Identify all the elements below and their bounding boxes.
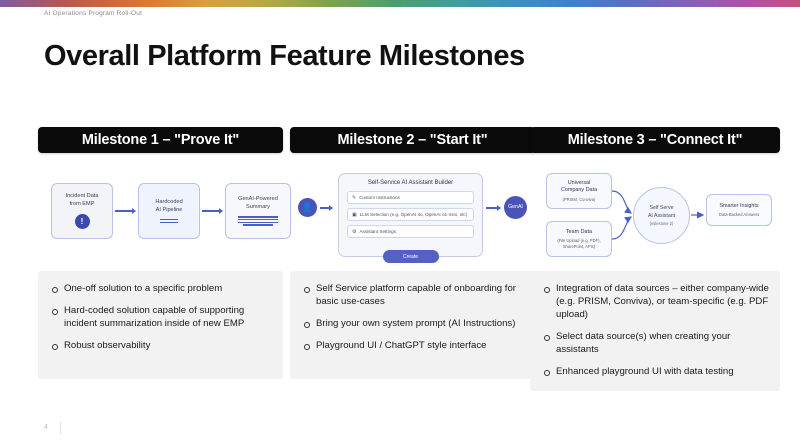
milestone-3-bullets: Integration of data sources – either com… bbox=[530, 271, 780, 391]
flow-arrow-1-icon bbox=[115, 208, 136, 214]
gradient-top-bar bbox=[0, 0, 800, 7]
hub-label-line2: AI Assistant bbox=[647, 212, 676, 219]
list-item: Playground UI / ChatGPT style interface bbox=[302, 340, 525, 353]
milestone-2-header: Milestone 2 – "Start It" bbox=[290, 127, 535, 153]
builder-row-custom-instructions[interactable]: ✎ Custom Instructions bbox=[347, 191, 474, 204]
output-sublabel: Data-Backed Answers bbox=[718, 211, 760, 217]
milestone-columns: Milestone 1 – "Prove It" Incident Data f… bbox=[38, 127, 780, 391]
assistant-builder-panel: Self-Service AI Assistant Builder ✎ Cust… bbox=[338, 173, 483, 263]
output-smarter-insights: Smarter Insights Data-Backed Answers bbox=[706, 194, 772, 226]
list-item: Hard-coded solution capable of supportin… bbox=[50, 305, 273, 331]
milestone-1-header: Milestone 1 – "Prove It" bbox=[38, 127, 283, 153]
create-button[interactable]: Create bbox=[382, 250, 439, 263]
milestone-1-bullets: One-off solution to a specific problem H… bbox=[38, 271, 283, 379]
flow-node-label-line1: Incident Data bbox=[65, 193, 99, 200]
list-item: Enhanced playground UI with data testing bbox=[542, 366, 770, 379]
source-label-line1: Team Data bbox=[565, 229, 593, 236]
flow-node-label-line2: from EMP bbox=[69, 201, 95, 207]
milestone-2-diagram: 👤 Self-Service AI Assistant Builder ✎ Cu… bbox=[290, 161, 535, 271]
builder-row-label: LLM Selection (e.g. OpenAI 4o, OpenAI o1… bbox=[359, 212, 468, 217]
source-sublabel: (File Upload (e.g. PDF), SharePoint, API… bbox=[557, 238, 601, 249]
builder-row-llm-selection[interactable]: ▣ LLM Selection (e.g. OpenAI 4o, OpenAI … bbox=[347, 208, 474, 221]
flow-node-label-line2: Summary bbox=[246, 203, 270, 210]
milestone-column-2: Milestone 2 – "Start It" 👤 Self-Service … bbox=[290, 127, 535, 379]
list-item: Self Service platform capable of onboard… bbox=[302, 283, 525, 309]
milestone-3-diagram: Universal Company Data (PRISM, Conviva) … bbox=[530, 161, 780, 271]
footer-divider bbox=[60, 422, 61, 434]
milestone-column-3: Milestone 3 – "Connect It" Universal Com… bbox=[530, 127, 780, 391]
flow-arrow-2-icon bbox=[202, 208, 223, 214]
flow-node-label-line1: Hardcoded bbox=[155, 199, 183, 206]
page-number: 4 bbox=[44, 424, 48, 431]
builder-row-label: Assistant Settings bbox=[359, 229, 396, 234]
robot-icon: ▣ bbox=[352, 211, 357, 218]
builder-panel-title: Self-Service AI Assistant Builder bbox=[367, 180, 454, 186]
pipeline-lines-icon bbox=[160, 219, 178, 223]
milestone-column-1: Milestone 1 – "Prove It" Incident Data f… bbox=[38, 127, 291, 379]
flow-arrow-user-to-builder-icon bbox=[320, 205, 333, 211]
milestone-1-diagram: Incident Data from EMP ! Hardcoded AI Pi… bbox=[38, 161, 291, 271]
gear-icon: ⚙ bbox=[352, 228, 357, 235]
milestone-2-bullets: Self Service platform capable of onboard… bbox=[290, 271, 535, 379]
list-item: Robust observability bbox=[50, 340, 273, 353]
milestone-3-header: Milestone 3 – "Connect It" bbox=[530, 127, 780, 153]
builder-row-label: Custom Instructions bbox=[359, 195, 400, 200]
pencil-icon: ✎ bbox=[352, 194, 357, 201]
user-icon: 👤 bbox=[298, 198, 317, 217]
source-sublabel: (PRISM, Conviva) bbox=[562, 196, 596, 202]
data-source-universal-company-data: Universal Company Data (PRISM, Conviva) bbox=[546, 173, 612, 209]
source-label-line1: Universal bbox=[567, 180, 591, 187]
hub-label-line1: Self Serve bbox=[649, 205, 674, 212]
list-item: One-off solution to a specific problem bbox=[50, 283, 273, 296]
flow-node-incident-data: Incident Data from EMP ! bbox=[51, 183, 113, 239]
flow-node-ai-pipeline: Hardcoded AI Pipeline bbox=[138, 183, 200, 239]
converging-arrows-icon bbox=[611, 190, 705, 240]
data-source-team-data: Team Data (File Upload (e.g. PDF), Share… bbox=[546, 221, 612, 257]
flow-node-genai-summary: GenAI-Powered Summary bbox=[225, 183, 291, 239]
builder-row-assistant-settings[interactable]: ⚙ Assistant Settings bbox=[347, 225, 474, 238]
genai-output-node: GenAI bbox=[504, 196, 527, 219]
hub-sublabel: (milestone 2) bbox=[649, 220, 674, 226]
flow-node-label-line1: GenAI-Powered bbox=[238, 196, 278, 203]
flow-node-label-line2: AI Pipeline bbox=[155, 206, 183, 213]
output-label: Smarter Insights bbox=[719, 202, 759, 209]
deck-label: AI Operations Program Roll-Out bbox=[44, 10, 143, 17]
summary-lines-icon bbox=[238, 216, 278, 226]
alert-badge-icon: ! bbox=[74, 213, 90, 229]
source-label-line2: Company Data bbox=[561, 187, 597, 194]
list-item: Integration of data sources – either com… bbox=[542, 283, 770, 322]
list-item: Select data source(s) when creating your… bbox=[542, 331, 770, 357]
hub-self-serve-ai-assistant: Self Serve AI Assistant (milestone 2) bbox=[633, 187, 690, 244]
page-title: Overall Platform Feature Milestones bbox=[44, 40, 525, 72]
list-item: Bring your own system prompt (AI Instruc… bbox=[302, 318, 525, 331]
flow-arrow-builder-to-genai-icon bbox=[486, 205, 501, 211]
